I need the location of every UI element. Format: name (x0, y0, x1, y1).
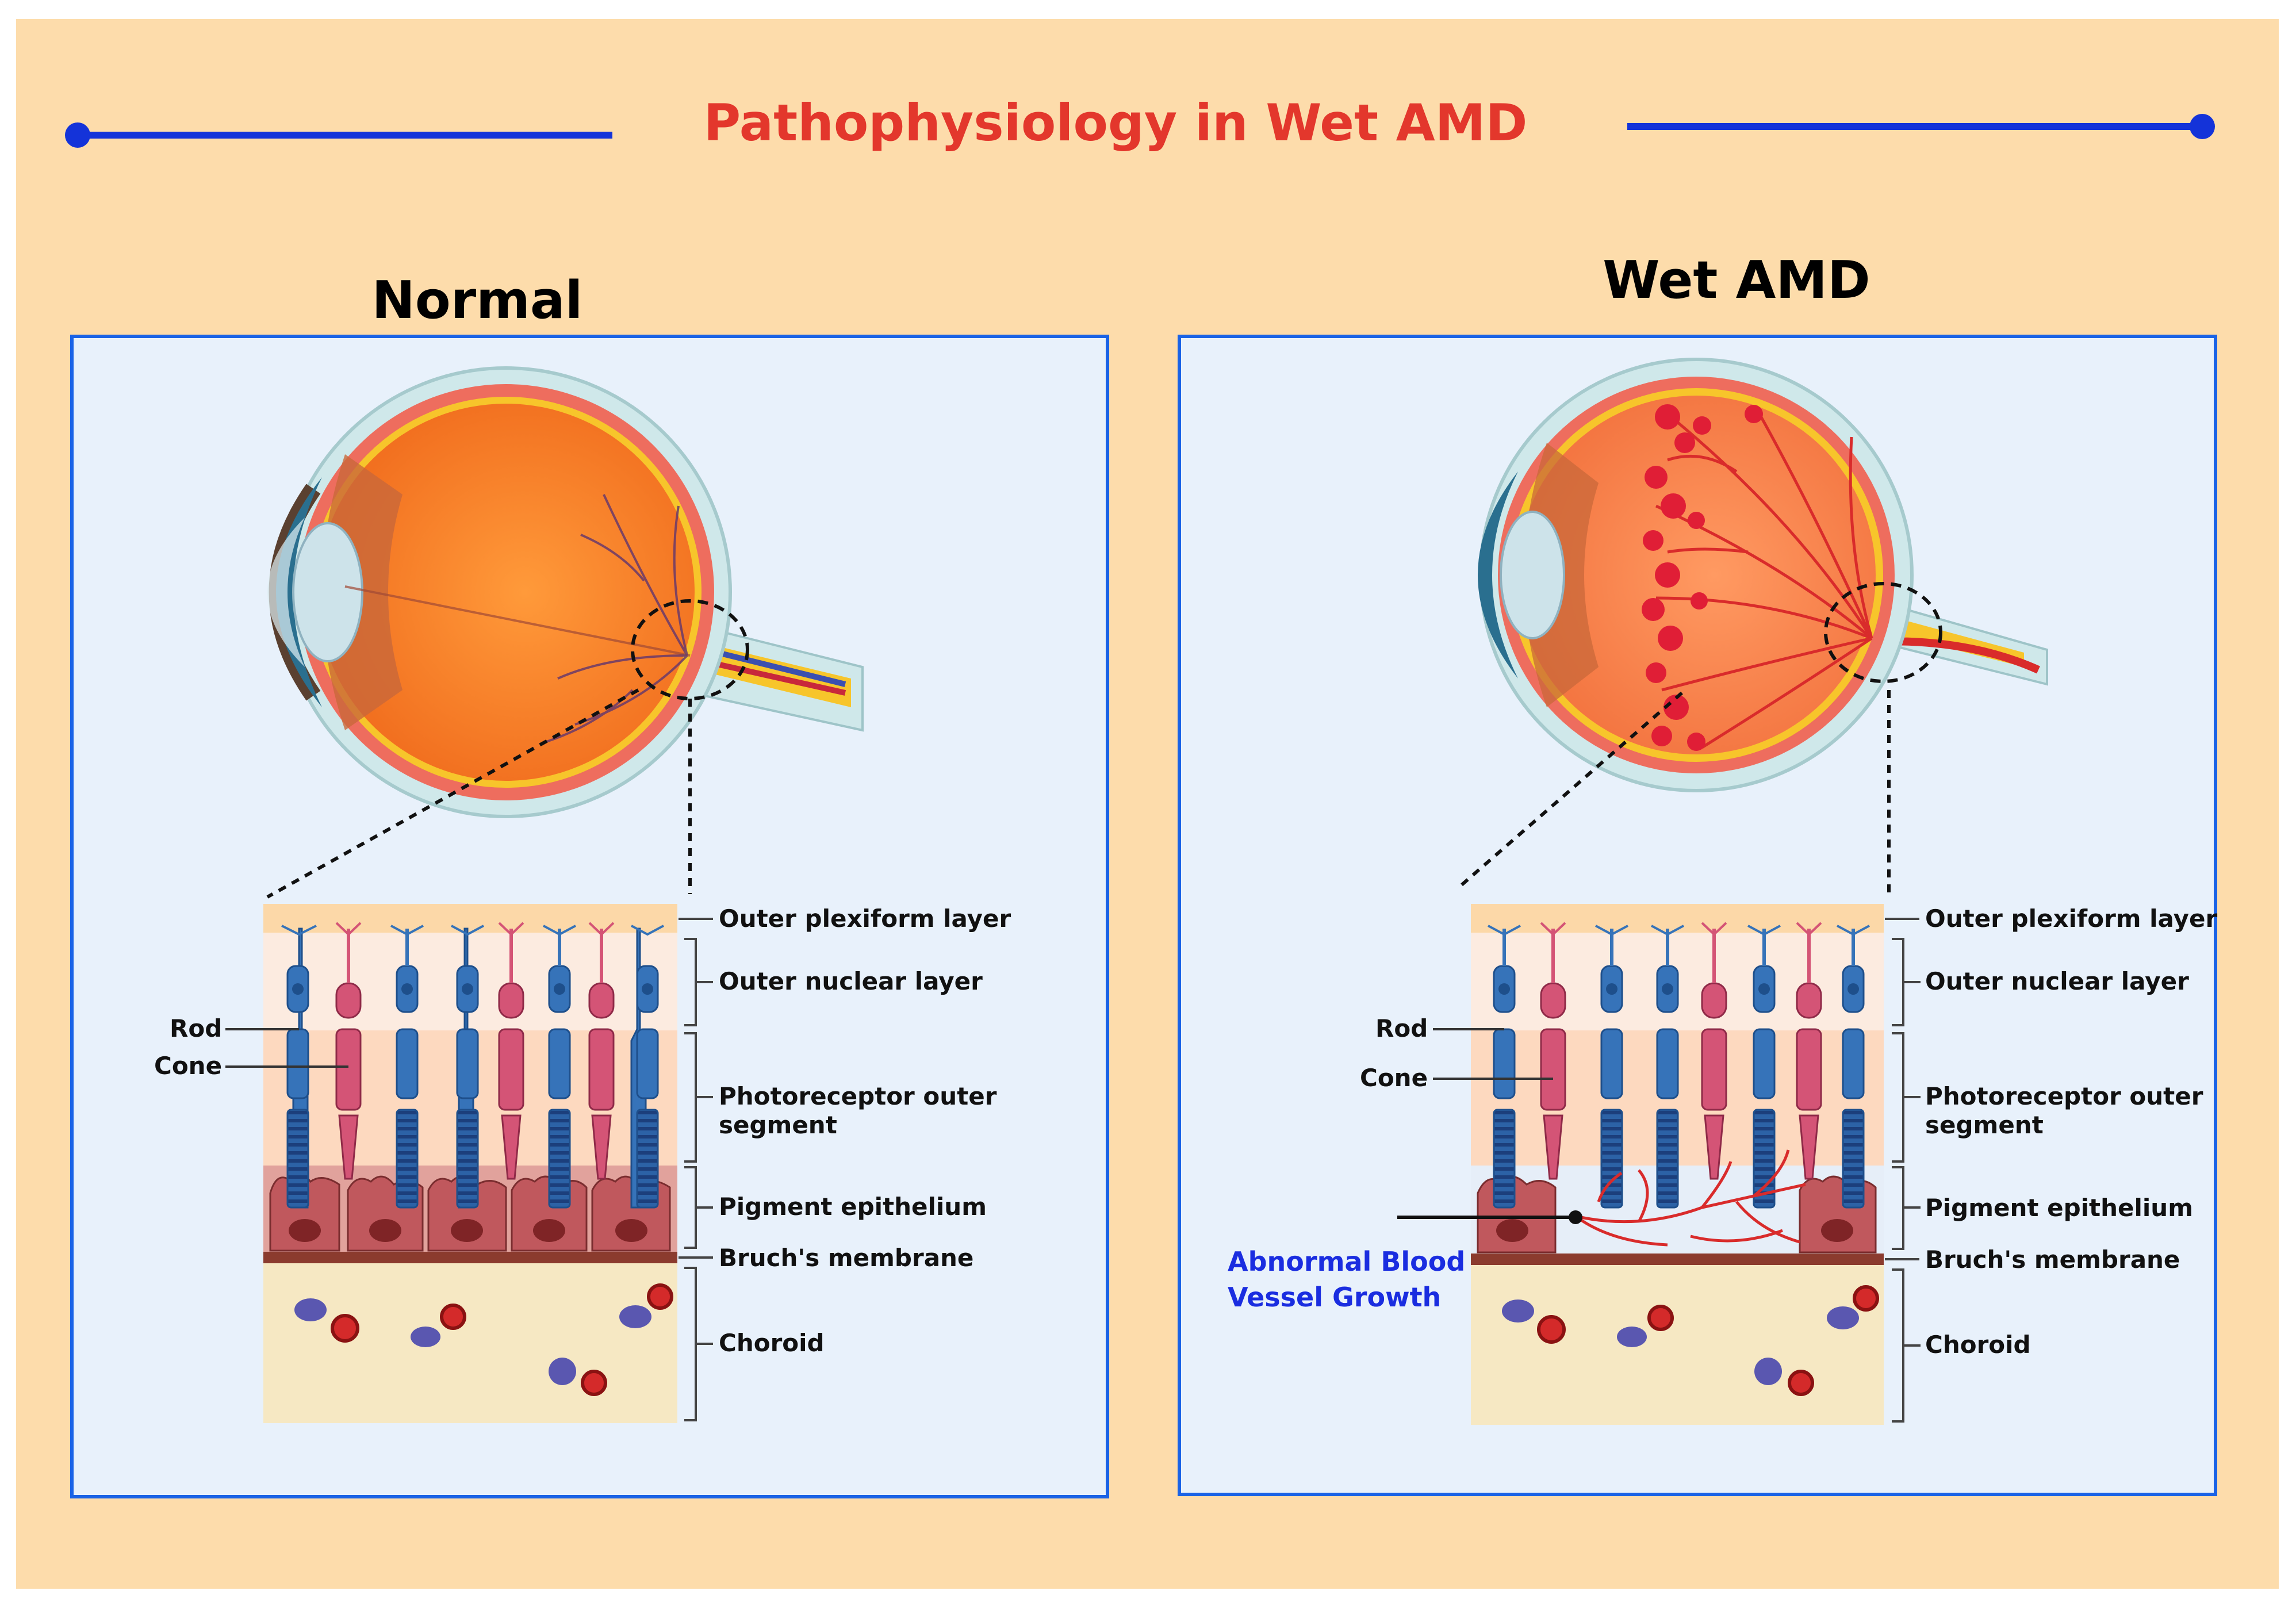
abnormal-vessel-growth-label: Abnormal Blood Vessel Growth (1228, 1246, 1466, 1313)
blood-cells (294, 1283, 673, 1396)
abnormal-vessels (1574, 1149, 1806, 1247)
normal-rod-label: Rod (170, 1014, 223, 1042)
wet-outer-plexiform-label: Outer plexiform layer (1925, 904, 2218, 933)
wet-rod-label: Rod (1375, 1014, 1428, 1042)
wet-outer-nuclear-label: Outer nuclear layer (1925, 967, 2189, 995)
wet-amd-eye-icon (1456, 358, 2048, 894)
normal-pigment-epithelium-label: Pigment epithelium (719, 1193, 987, 1221)
wet-photoreceptor-label: Photoreceptor outer segment (1925, 1082, 2203, 1140)
wet-pigment-epithelium-label: Pigment epithelium (1925, 1194, 2193, 1222)
normal-heading: Normal (371, 270, 583, 331)
wet-choroid-label: Choroid (1925, 1331, 2031, 1359)
page-title: Pathophysiology in Wet AMD (703, 93, 1528, 152)
wet-amd-heading: Wet AMD (1603, 250, 1870, 310)
normal-retina-layers (225, 904, 713, 1423)
blood-vessel-icon (1642, 404, 1763, 751)
wet-cone-label: Cone (1360, 1064, 1428, 1092)
normal-outer-plexiform-label: Outer plexiform layer (719, 904, 1011, 933)
wet-amd-retina-layers (1397, 904, 1921, 1425)
blood-cells (1502, 1285, 1879, 1396)
wet-bruchs-membrane-label: Bruch's membrane (1925, 1245, 2180, 1274)
normal-cone-label: Cone (154, 1052, 223, 1080)
normal-eye-icon (266, 366, 864, 899)
normal-photoreceptor-label: Photoreceptor outer segment (719, 1082, 997, 1140)
normal-bruchs-membrane-label: Bruch's membrane (719, 1244, 974, 1272)
normal-choroid-label: Choroid (719, 1329, 825, 1357)
normal-outer-nuclear-label: Outer nuclear layer (719, 967, 983, 995)
